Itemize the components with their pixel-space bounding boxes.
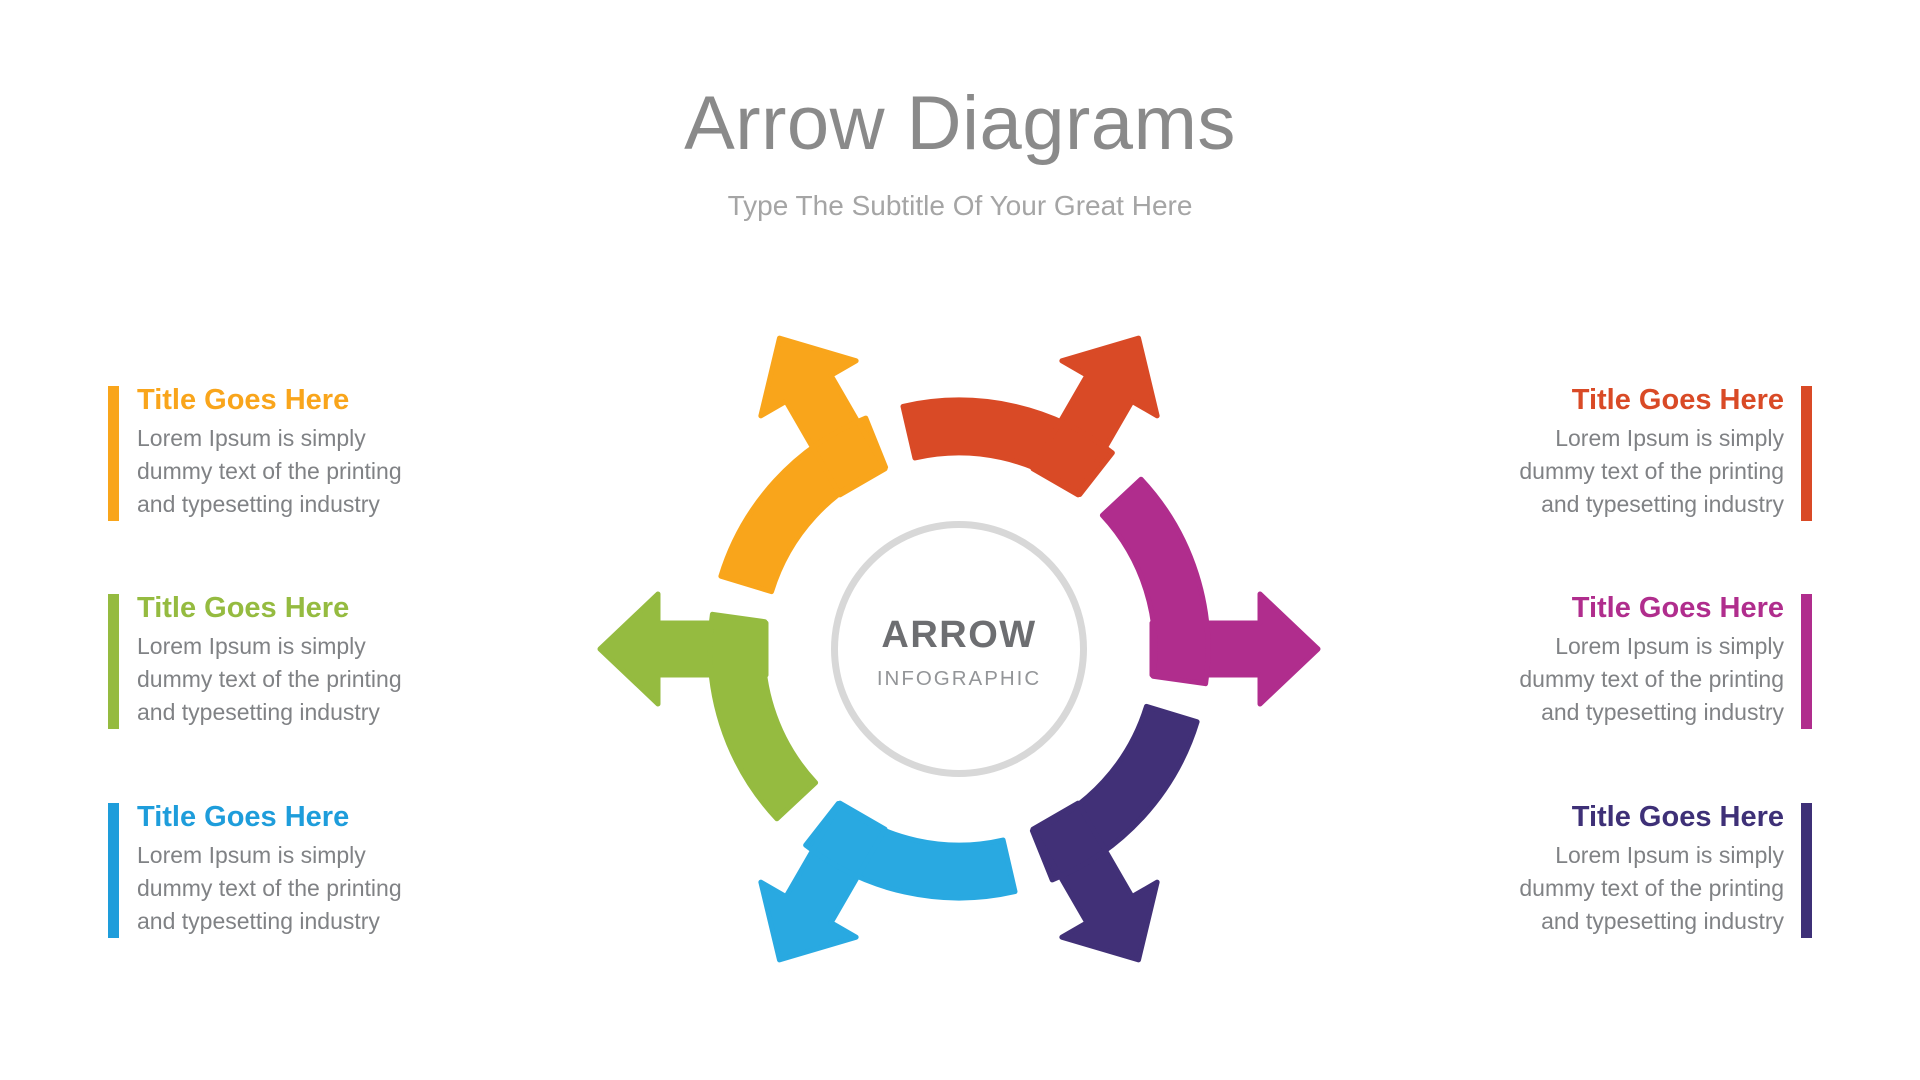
accent-bar: [1801, 386, 1812, 521]
arrow-top-left: [718, 335, 889, 595]
accent-bar: [108, 594, 119, 729]
accent-bar: [108, 386, 119, 521]
block-body: Lorem Ipsum is simply dummy text of the …: [137, 633, 402, 725]
arrow-diagram: ARROW INFOGRAPHIC: [597, 335, 1321, 963]
center-circle: [831, 521, 1087, 777]
text-block-right-2: Title Goes Here Lorem Ipsum is simply du…: [1412, 593, 1812, 733]
arrow-bottom-right: [1029, 703, 1200, 963]
page-subtitle: Type The Subtitle Of Your Great Here: [727, 190, 1193, 221]
text-block-content: Title Goes Here Lorem Ipsum is simply du…: [1412, 593, 1784, 729]
text-block-right-3: Title Goes Here Lorem Ipsum is simply du…: [1412, 802, 1812, 942]
block-body: Lorem Ipsum is simply dummy text of the …: [137, 842, 402, 934]
text-block-left-2: Title Goes Here Lorem Ipsum is simply du…: [108, 593, 508, 733]
page-title: Arrow Diagrams: [684, 81, 1236, 166]
block-body: Lorem Ipsum is simply dummy text of the …: [1519, 425, 1784, 517]
block-title: Title Goes Here: [1571, 801, 1784, 833]
accent-bar: [108, 803, 119, 938]
block-body: Lorem Ipsum is simply dummy text of the …: [1519, 633, 1784, 725]
block-title: Title Goes Here: [137, 592, 350, 624]
arrow-bottom-left: [758, 800, 1018, 963]
block-title: Title Goes Here: [1571, 592, 1784, 624]
text-block-content: Title Goes Here Lorem Ipsum is simply du…: [137, 802, 508, 938]
text-block-left-1: Title Goes Here Lorem Ipsum is simply du…: [108, 385, 508, 525]
text-block-content: Title Goes Here Lorem Ipsum is simply du…: [137, 385, 508, 521]
accent-bar: [1801, 803, 1812, 938]
block-body: Lorem Ipsum is simply dummy text of the …: [137, 425, 402, 517]
arrow-right: [1099, 476, 1321, 707]
accent-bar: [1801, 594, 1812, 729]
block-title: Title Goes Here: [137, 801, 350, 833]
arrow-top-right: [900, 335, 1160, 498]
text-block-content: Title Goes Here Lorem Ipsum is simply du…: [137, 593, 508, 729]
text-block-left-3: Title Goes Here Lorem Ipsum is simply du…: [108, 802, 508, 942]
arrow-left: [597, 591, 819, 822]
text-block-right-1: Title Goes Here Lorem Ipsum is simply du…: [1412, 385, 1812, 525]
block-title: Title Goes Here: [137, 384, 350, 416]
arrow-wheel: [597, 335, 1321, 963]
block-title: Title Goes Here: [1571, 384, 1784, 416]
center-circle-subtitle: INFOGRAPHIC: [877, 667, 1041, 690]
text-block-content: Title Goes Here Lorem Ipsum is simply du…: [1412, 802, 1784, 938]
text-block-content: Title Goes Here Lorem Ipsum is simply du…: [1412, 385, 1784, 521]
block-body: Lorem Ipsum is simply dummy text of the …: [1519, 842, 1784, 934]
center-circle-title: ARROW: [881, 614, 1036, 656]
